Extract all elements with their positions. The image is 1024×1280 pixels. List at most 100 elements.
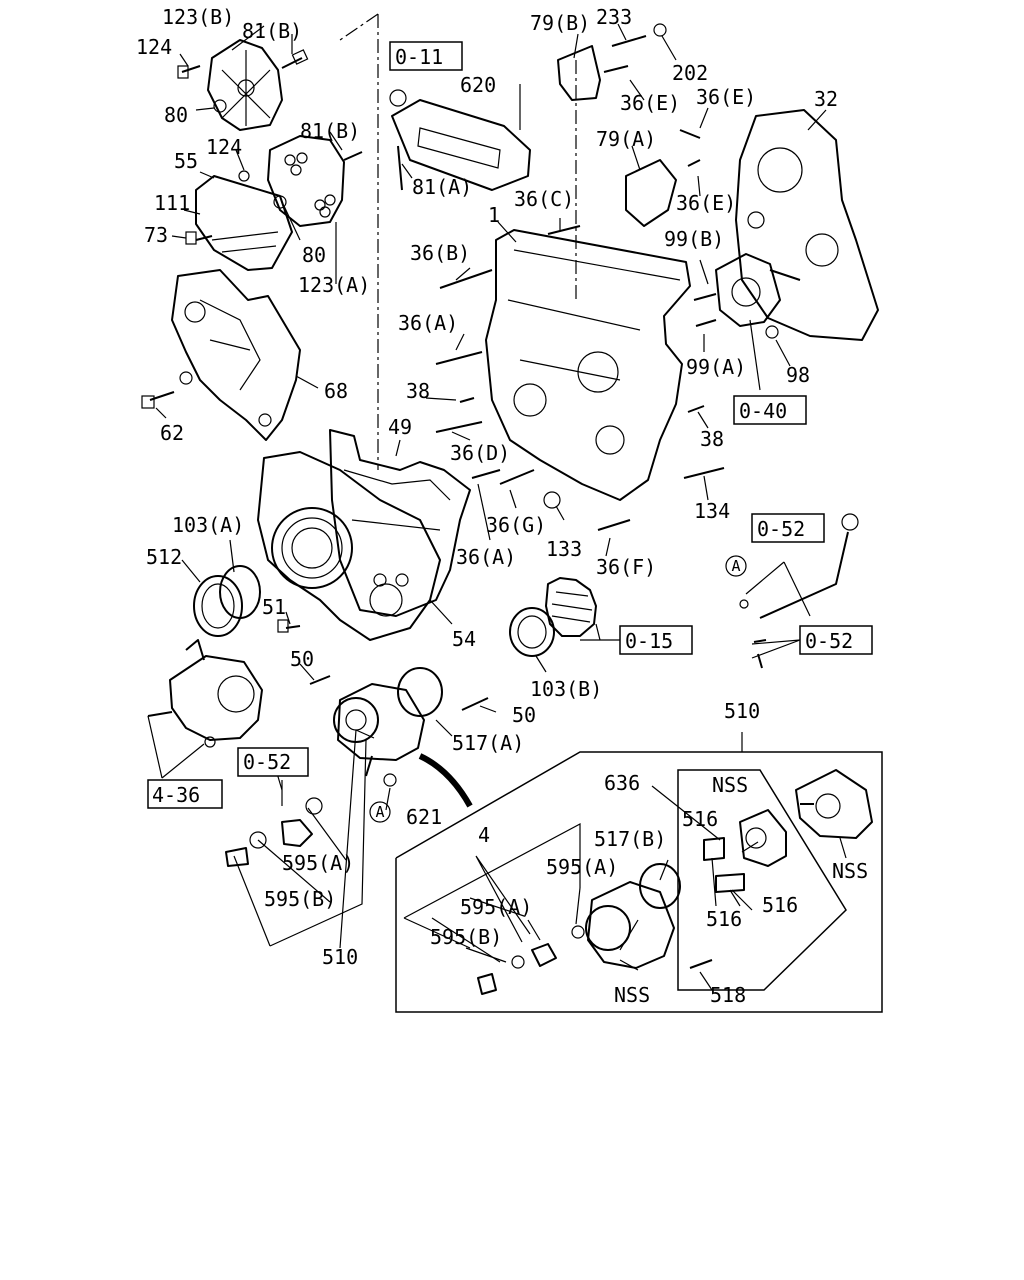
callout: 36(C) xyxy=(514,187,574,211)
callout: 36(E) xyxy=(676,191,736,215)
callout: 512 xyxy=(146,545,182,569)
callout: 36(G) xyxy=(486,513,546,537)
callout: 595(A) xyxy=(282,851,354,875)
callout: 133 xyxy=(546,537,582,561)
gasket-49 xyxy=(329,429,471,617)
callout: 134 xyxy=(694,499,730,523)
callout: 81(B) xyxy=(300,119,360,143)
vacuum-pump-517b xyxy=(587,881,675,969)
leader-lines xyxy=(147,23,847,991)
callout: 55 xyxy=(174,149,198,173)
callout: 595(A) xyxy=(460,895,532,919)
inset-frame-inner xyxy=(677,769,847,991)
callout: 99(B) xyxy=(664,227,724,251)
hose-621 xyxy=(418,753,473,808)
reference-marks: A A xyxy=(369,555,747,823)
callout: 124 xyxy=(136,35,172,59)
front-cover-housing xyxy=(257,451,441,641)
callout: 595(B) xyxy=(264,887,336,911)
callout-box-label: 0-52 xyxy=(757,517,805,541)
callout: 98 xyxy=(786,363,810,387)
callout: 81(A) xyxy=(412,175,472,199)
callout: 50 xyxy=(290,647,314,671)
ref-mark-a: A xyxy=(731,557,740,575)
vacuum-pump-517a xyxy=(337,683,425,761)
callout: 36(F) xyxy=(596,555,656,579)
callout: 516 xyxy=(706,907,742,931)
pump-body-nss xyxy=(795,769,873,839)
callout: 62 xyxy=(160,421,184,445)
callout: 621 xyxy=(406,805,442,829)
callout: 620 xyxy=(460,73,496,97)
cover-plate-123a xyxy=(267,135,345,227)
callout: 516 xyxy=(682,807,718,831)
callout: 516 xyxy=(762,893,798,917)
seal-103b xyxy=(509,607,555,657)
callout: 68 xyxy=(324,379,348,403)
callout: 517(A) xyxy=(452,731,524,755)
callout: 80 xyxy=(164,103,188,127)
callout: 79(A) xyxy=(596,127,656,151)
callout-box-label: 0-52 xyxy=(243,750,291,774)
o-ring-517a xyxy=(397,667,443,717)
callout: 79(B) xyxy=(530,11,590,35)
callout: 4 xyxy=(478,823,490,847)
callout: 103(B) xyxy=(530,677,602,701)
bracket-68 xyxy=(171,269,301,441)
callout: 51 xyxy=(262,595,286,619)
callout: 54 xyxy=(452,627,476,651)
callout: 32 xyxy=(814,87,838,111)
ref-mark-a: A xyxy=(375,803,384,821)
callout: 517(B) xyxy=(594,827,666,851)
callout: 36(A) xyxy=(398,311,458,335)
part-drawings xyxy=(141,13,879,995)
callout: 36(B) xyxy=(410,241,470,265)
pump-0-40 xyxy=(715,253,781,327)
callout: 80 xyxy=(302,243,326,267)
callout-labels: 123(B) 81(B) 124 80 55 124 81(B) 111 73 … xyxy=(136,5,868,1007)
callout: 595(A) xyxy=(546,855,618,879)
callout: 81(B) xyxy=(242,19,302,43)
callout: 36(A) xyxy=(456,545,516,569)
callout: NSS xyxy=(614,983,650,1007)
callout: 103(A) xyxy=(172,513,244,537)
pump-4-36 xyxy=(169,655,263,741)
callout: 124 xyxy=(206,135,242,159)
callout: 73 xyxy=(144,223,168,247)
callout: 595(B) xyxy=(430,925,502,949)
callout: 36(D) xyxy=(450,441,510,465)
cover-55 xyxy=(195,175,293,271)
callout: 50 xyxy=(512,703,536,727)
seal-512 xyxy=(193,575,243,637)
cover-plate-123b xyxy=(207,39,283,131)
callout: NSS xyxy=(712,773,748,797)
callout: 99(A) xyxy=(686,355,746,379)
callout: 38 xyxy=(406,379,430,403)
callout: 123(B) xyxy=(162,5,234,29)
rotor-nss xyxy=(739,809,787,867)
callout: 111 xyxy=(154,191,190,215)
bracket-79b xyxy=(557,45,601,101)
callout: 636 xyxy=(604,771,640,795)
callout: 518 xyxy=(710,983,746,1007)
pipe-0-52 xyxy=(759,531,849,619)
callout-box-label: 0-11 xyxy=(395,45,443,69)
gear-0-15 xyxy=(545,577,597,637)
callout: 202 xyxy=(672,61,708,85)
gasket-620 xyxy=(391,99,531,191)
callout: 36(E) xyxy=(696,85,756,109)
callout: 233 xyxy=(596,5,632,29)
callout: NSS xyxy=(832,859,868,883)
callout: 38 xyxy=(700,427,724,451)
callout: 510 xyxy=(322,945,358,969)
gasket-32 xyxy=(735,109,879,341)
callout-box-label: 0-40 xyxy=(739,399,787,423)
callout: 36(E) xyxy=(620,91,680,115)
bracket-79a xyxy=(625,159,677,227)
label-boxes xyxy=(147,41,873,809)
block-front-1 xyxy=(485,229,691,501)
callout: 510 xyxy=(724,699,760,723)
inset-frame-outer xyxy=(395,751,883,1013)
callout-box-label: 0-52 xyxy=(805,629,853,653)
